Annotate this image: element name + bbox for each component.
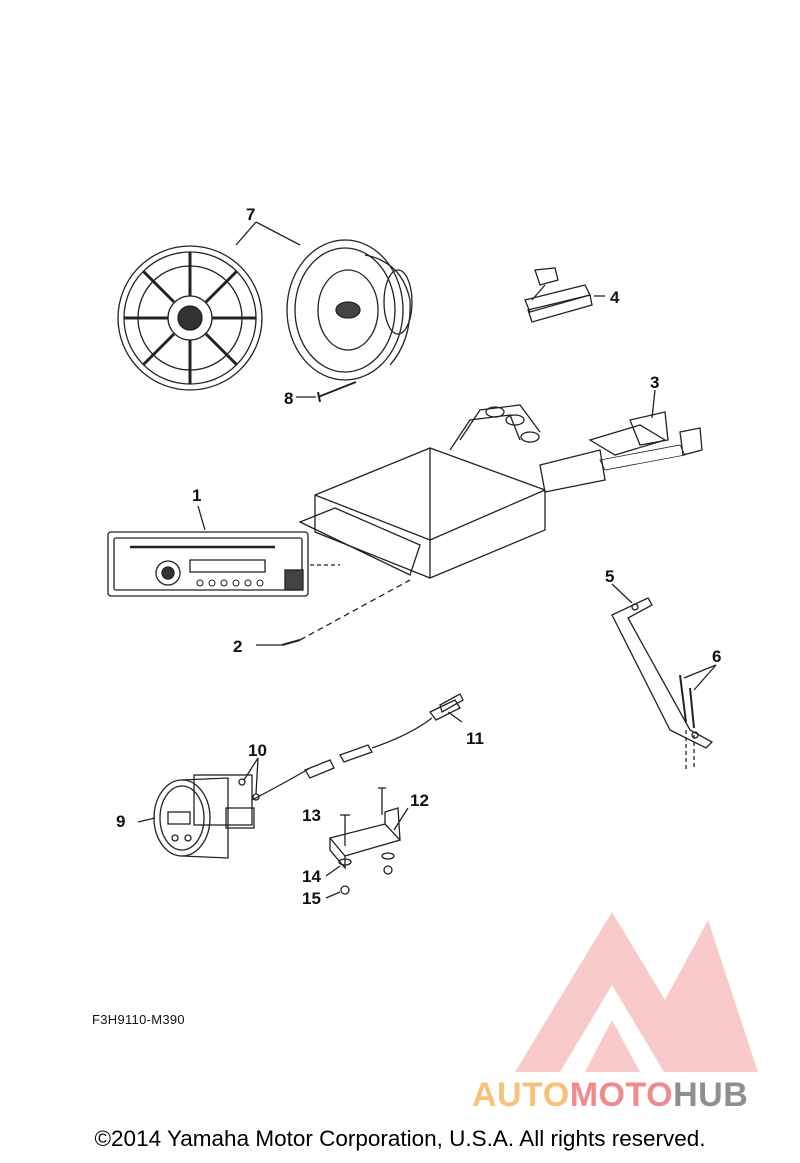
callout-9: 9 bbox=[116, 812, 125, 831]
wired-remote bbox=[137, 759, 335, 859]
figure-reference-code: F3H9110-M390 bbox=[92, 1012, 185, 1027]
remote-bracket bbox=[325, 787, 409, 899]
callout-13: 13 bbox=[302, 806, 321, 825]
callout-3: 3 bbox=[650, 373, 659, 392]
bracket-screws bbox=[679, 664, 717, 770]
callout-10: 10 bbox=[248, 741, 267, 760]
callout-5: 5 bbox=[605, 567, 614, 586]
watermark-part-moto: MOTO bbox=[569, 1076, 674, 1114]
callout-2: 2 bbox=[233, 637, 242, 656]
callout-14: 14 bbox=[302, 867, 321, 886]
callout-8: 8 bbox=[284, 389, 293, 408]
callout-7: 7 bbox=[246, 205, 255, 224]
head-unit-chassis bbox=[298, 404, 546, 579]
callout-6: 6 bbox=[712, 647, 721, 666]
extension-cable bbox=[339, 693, 464, 763]
head-unit-screw bbox=[256, 579, 411, 646]
small-harness bbox=[524, 267, 605, 323]
watermark-part-hub: HUB bbox=[673, 1076, 749, 1114]
callout-labels: 1 2 3 4 5 6 7 8 9 10 11 12 13 14 15 bbox=[116, 205, 721, 908]
speaker bbox=[286, 239, 413, 381]
head-unit-faceplate bbox=[107, 531, 340, 597]
speaker-screw bbox=[296, 381, 357, 403]
remote-screws bbox=[238, 757, 260, 801]
callout-12: 12 bbox=[410, 791, 429, 810]
callout-11: 11 bbox=[466, 729, 484, 748]
mounting-bracket bbox=[611, 583, 714, 749]
callout-1: 1 bbox=[192, 486, 201, 505]
watermark-logo bbox=[515, 912, 758, 1072]
wiring-harness bbox=[539, 389, 703, 493]
callout-4: 4 bbox=[610, 288, 620, 307]
watermark-part-auto: AUTO bbox=[472, 1076, 570, 1114]
callout-15: 15 bbox=[302, 889, 321, 908]
copyright-notice: ©2014 Yamaha Motor Corporation, U.S.A. A… bbox=[94, 1126, 706, 1151]
watermark-text: AUTOMOTOHUB bbox=[472, 1078, 748, 1112]
speaker-grille bbox=[117, 245, 263, 391]
